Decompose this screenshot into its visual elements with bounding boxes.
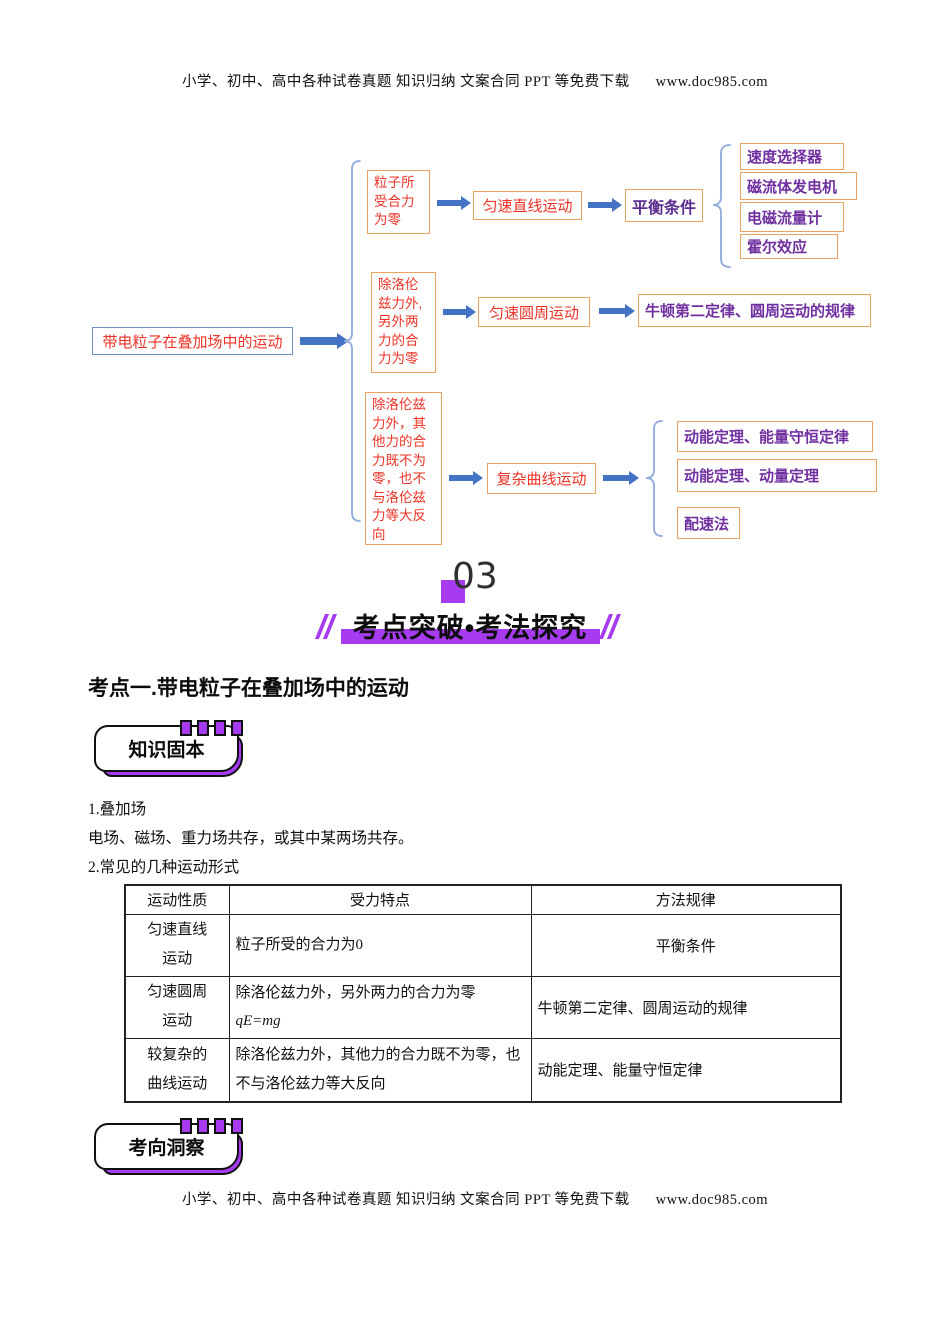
col-header-force: 受力特点 <box>228 884 532 915</box>
cell-method: 动能定理、能量守恒定律 <box>530 1037 842 1103</box>
cell-nature: 匀速圆周 运动 <box>124 975 230 1039</box>
application-box-em-flowmeter: 电磁流量计 <box>740 202 844 232</box>
method-box-1: 平衡条件 <box>625 189 703 222</box>
arrow-icon <box>437 196 471 210</box>
cell-force: 粒子所受的合力为0 <box>228 913 532 977</box>
section-number: 03 <box>452 556 498 597</box>
applications-brace-icon <box>712 144 731 268</box>
method-box-3a: 动能定理、能量守恒定律 <box>677 421 873 452</box>
badge-pins-icon <box>180 1118 243 1134</box>
cell-nature: 较复杂的 曲线运动 <box>124 1037 230 1103</box>
header-text: 小学、初中、高中各种试卷真题 知识归纳 文案合同 PPT 等免费下载 <box>181 74 630 90</box>
arrow-icon <box>588 198 622 212</box>
flowchart-root-box: 带电粒子在叠加场中的运动 <box>92 327 293 355</box>
table-row: 匀速直线 运动 粒子所受的合力为0 平衡条件 <box>124 913 842 977</box>
motion-box-1: 匀速直线运动 <box>473 191 582 220</box>
col-header-method: 方法规律 <box>530 884 842 915</box>
insight-badge: 考向洞察 <box>94 1118 246 1176</box>
cell-force-formula: qE=mg <box>235 1013 281 1029</box>
section-number-square <box>441 580 465 603</box>
table-row: 较复杂的 曲线运动 除洛伦兹力外，其他力的合力既不为零，也不与洛伦兹力等大反向 … <box>124 1037 842 1103</box>
col-header-nature: 运动性质 <box>124 884 230 915</box>
note-line-1: 1.叠加场 <box>88 801 147 818</box>
method-box-3c: 配速法 <box>677 507 740 539</box>
application-box-mhd-generator: 磁流体发电机 <box>740 172 857 200</box>
arrow-icon <box>449 471 483 485</box>
slash-mark-right-icon <box>598 614 622 639</box>
footer-url[interactable]: www.doc985.com <box>655 1192 769 1208</box>
application-box-velocity-selector: 速度选择器 <box>740 143 844 170</box>
condition-box-2: 除洛伦 兹力外, 另外两 力的合 力为零 <box>371 272 436 373</box>
main-brace-icon <box>343 160 361 522</box>
topic-heading: 考点一.带电粒子在叠加场中的运动 <box>88 677 409 700</box>
motion-box-2: 匀速圆周运动 <box>478 297 590 327</box>
arrow-icon <box>603 471 639 485</box>
condition-box-3: 除洛伦兹 力外，其 他力的合 力既不为 零，也不 与洛伦兹 力等大反 向 <box>365 392 442 545</box>
title-highlight-bar <box>341 629 600 644</box>
method-box-2: 牛顿第二定律、圆周运动的规律 <box>638 294 871 327</box>
cell-force-line1: 除洛伦兹力外，另外两力的合力为零 <box>235 984 476 1001</box>
methods-brace-icon <box>645 420 663 537</box>
arrow-icon <box>443 305 476 319</box>
arrow-icon <box>300 333 349 349</box>
cell-nature: 匀速直线 运动 <box>124 913 230 977</box>
method-box-3b: 动能定理、动量定理 <box>677 459 877 492</box>
application-box-hall-effect: 霍尔效应 <box>740 234 838 259</box>
table-row: 匀速圆周 运动 除洛伦兹力外，另外两力的合力为零 qE=mg 牛顿第二定律、圆周… <box>124 975 842 1039</box>
cell-method: 平衡条件 <box>530 913 842 977</box>
knowledge-badge: 知识固本 <box>94 720 246 778</box>
arrow-icon <box>599 304 635 318</box>
cell-force: 除洛伦兹力外，另外两力的合力为零 qE=mg <box>228 975 532 1039</box>
note-line-3: 2.常见的几种运动形式 <box>88 859 240 876</box>
section-title: 考点突破•考法探究 <box>352 613 588 643</box>
badge-pins-icon <box>180 720 243 736</box>
page-header: 小学、初中、高中各种试卷真题 知识归纳 文案合同 PPT 等免费下载 www.d… <box>0 70 950 91</box>
motion-box-3: 复杂曲线运动 <box>487 463 596 494</box>
table-header-row: 运动性质 受力特点 方法规律 <box>124 884 842 915</box>
page-footer: 小学、初中、高中各种试卷真题 知识归纳 文案合同 PPT 等免费下载 www.d… <box>0 1188 950 1209</box>
cell-method: 牛顿第二定律、圆周运动的规律 <box>530 975 842 1039</box>
motion-types-table: 运动性质 受力特点 方法规律 匀速直线 运动 粒子所受的合力为0 平衡条件 匀速… <box>124 884 842 1103</box>
condition-box-1: 粒子所 受合力 为零 <box>367 170 430 234</box>
cell-force: 除洛伦兹力外，其他力的合力既不为零，也不与洛伦兹力等大反向 <box>228 1037 532 1103</box>
header-url[interactable]: www.doc985.com <box>655 74 769 90</box>
note-line-2: 电场、磁场、重力场共存，或其中某两场共存。 <box>88 830 414 847</box>
footer-text: 小学、初中、高中各种试卷真题 知识归纳 文案合同 PPT 等免费下载 <box>181 1192 630 1208</box>
